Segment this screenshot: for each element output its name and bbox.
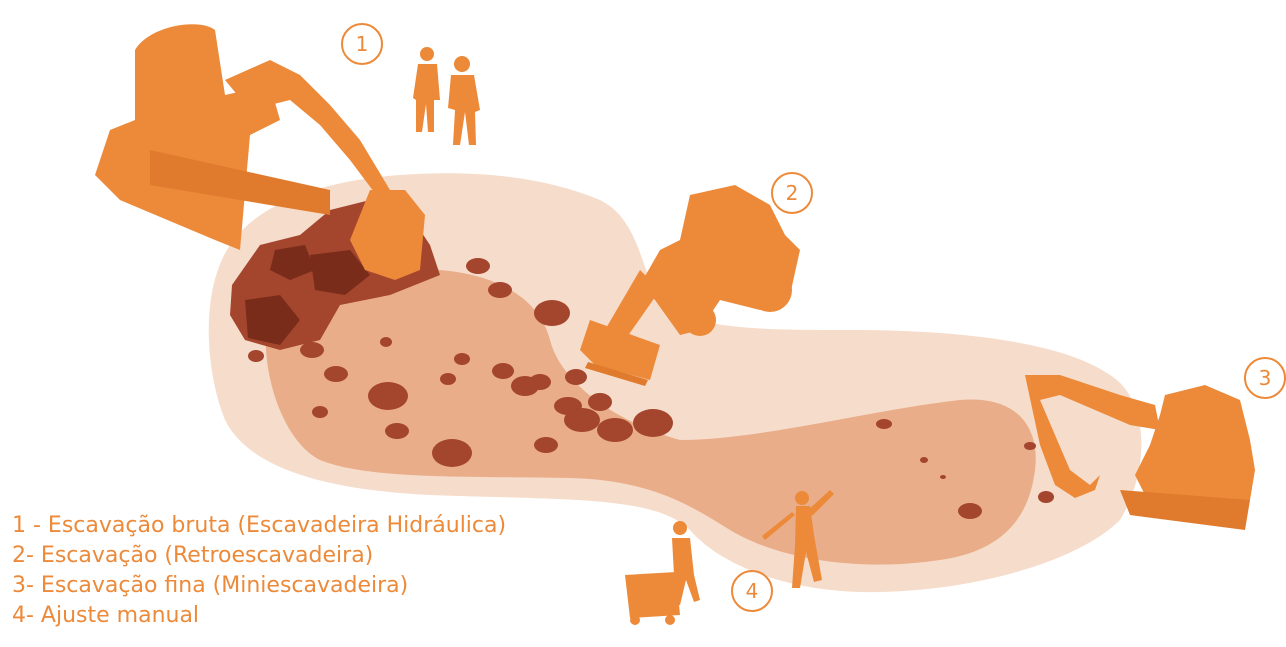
workers-icon [413,47,480,145]
legend-item: 4- Ajuste manual [12,601,506,631]
step-badge-4: 4 [731,570,773,612]
legend-item: 1 - Escavação bruta (Escavadeira Hidrául… [12,511,506,541]
legend-item: 2- Escavação (Retroescavadeira) [12,541,506,571]
step-badge-2: 2 [771,172,813,214]
legend-item: 3- Escavação fina (Miniescavadeira) [12,571,506,601]
step-badge-3: 3 [1244,357,1286,399]
step-badge-1: 1 [341,23,383,65]
legend: 1 - Escavação bruta (Escavadeira Hidrául… [12,511,506,631]
